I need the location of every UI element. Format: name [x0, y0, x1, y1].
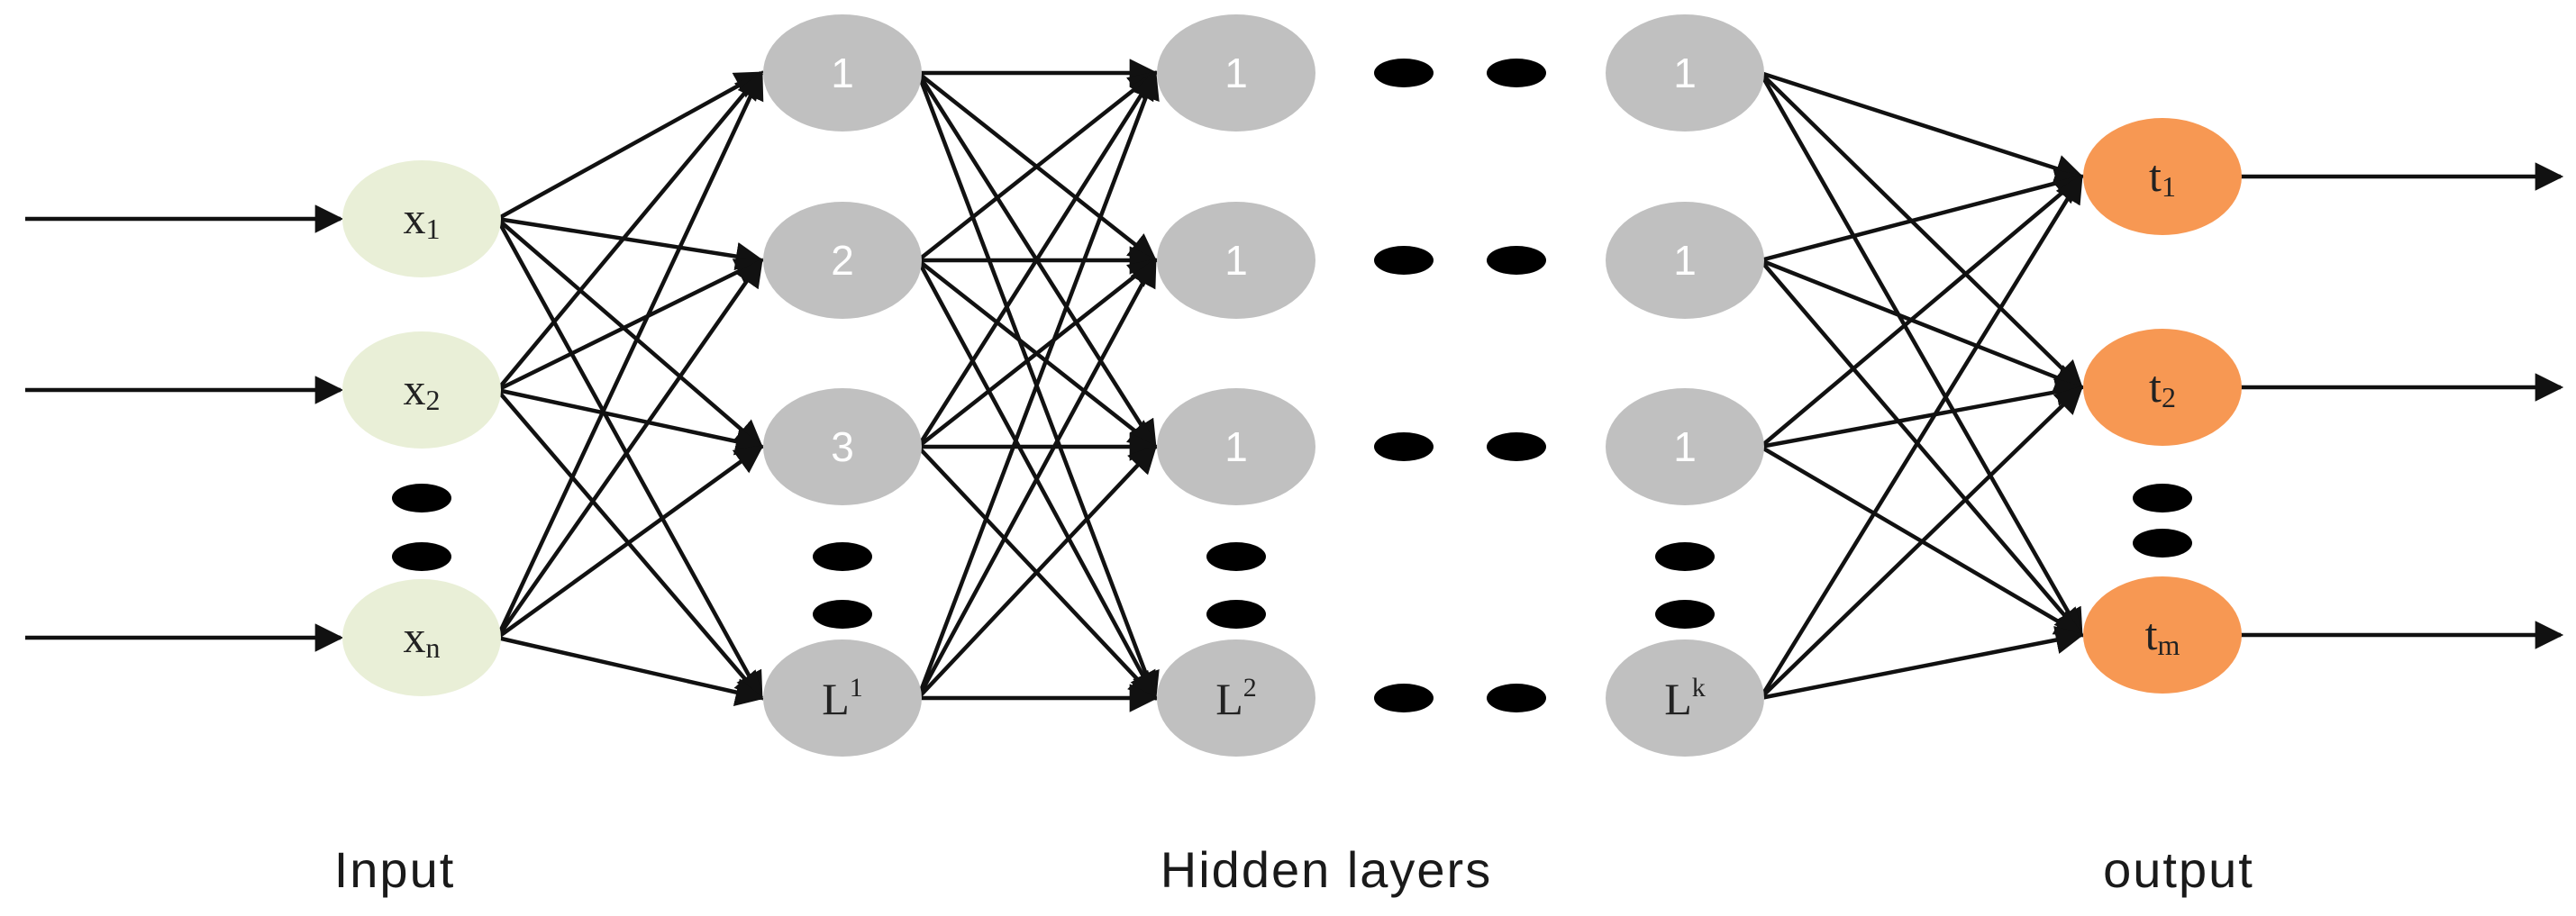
- hidden-node-label: Lk: [1664, 673, 1706, 724]
- hidden-node-label: 1: [831, 50, 854, 96]
- vertical-ellipsis-dot: [2133, 529, 2192, 558]
- hidden-node: [763, 202, 922, 319]
- edge-hiddenk-to-output: [1759, 71, 2084, 390]
- edge-input-to-hidden1: [496, 258, 763, 639]
- vertical-ellipsis-dot: [392, 484, 451, 512]
- edge-input-to-hidden1: [496, 217, 763, 701]
- vertical-ellipsis-dot: [2133, 484, 2192, 512]
- hidden-node-label: 1: [1224, 50, 1248, 96]
- horizontal-ellipsis-dot: [1374, 432, 1434, 461]
- caption-input: Input: [334, 841, 456, 898]
- input-node: [342, 160, 501, 277]
- hidden-node-label: L1: [822, 673, 863, 724]
- hidden-node-label: 1: [1673, 237, 1697, 284]
- horizontal-ellipsis-dot: [1487, 246, 1546, 275]
- vertical-ellipsis-dot: [1206, 600, 1266, 629]
- hidden-node-label: 1: [1673, 50, 1697, 96]
- output-node: [2083, 576, 2242, 694]
- output-node-label: tm: [2145, 609, 2180, 661]
- input-node-label: x2: [404, 364, 441, 416]
- hidden-node: [1606, 14, 1764, 132]
- hidden-node-label: 3: [831, 423, 854, 470]
- input-node: [342, 579, 501, 696]
- hidden-node-label: 1: [1224, 423, 1248, 470]
- vertical-ellipsis-dot: [392, 542, 451, 571]
- input-node-label: x1: [404, 193, 441, 245]
- horizontal-ellipsis-dot: [1487, 432, 1546, 461]
- edge-hiddenk-to-output: [1759, 174, 2083, 700]
- edge-input-to-hidden1: [496, 216, 765, 271]
- hidden-node-label: 1: [1224, 237, 1248, 284]
- hidden-node: [763, 14, 922, 132]
- vertical-ellipsis-dot: [813, 600, 872, 629]
- edge-input-to-hidden1: [495, 70, 764, 639]
- edge-hidden1-to-hidden2: [915, 70, 1160, 699]
- vertical-ellipsis-dot: [1655, 600, 1715, 629]
- edge-hiddenk-to-output: [1760, 70, 2084, 183]
- vertical-ellipsis-dot: [813, 542, 872, 571]
- edge-hidden1-to-hidden2: [916, 71, 1158, 262]
- hidden-node: [763, 388, 922, 505]
- caption-output: output: [2103, 841, 2254, 898]
- edge-input-to-hidden1: [496, 445, 764, 639]
- hidden-node: [1606, 388, 1764, 505]
- ellipsis-dots: [392, 59, 2192, 712]
- horizontal-ellipsis-dot: [1374, 246, 1434, 275]
- output-node: [2083, 118, 2242, 235]
- hidden-node: [1157, 388, 1315, 505]
- connection-edges: [25, 59, 2564, 712]
- input-node: [342, 331, 501, 449]
- edge-hiddenk-to-output: [1760, 626, 2085, 701]
- edge-hiddenk-to-output: [1759, 174, 2084, 449]
- hidden-node-label: 1: [1673, 423, 1697, 470]
- edge-hiddenk-to-output: [1759, 258, 2084, 638]
- hidden-node: [1606, 202, 1764, 319]
- edge-hiddenk-to-output: [1759, 385, 2084, 700]
- output-node: [2083, 329, 2242, 446]
- edge-hidden1-to-hidden2: [916, 258, 1157, 700]
- edge-hiddenk-to-output: [1759, 71, 2083, 638]
- hidden-node: [1606, 639, 1764, 757]
- hidden-node: [1157, 639, 1315, 757]
- network-nodes: x1 x2 xn 1 2 3L1 1 1 1L2 1 1 1Lk t1 t2 tm: [342, 14, 2242, 757]
- vertical-ellipsis-dot: [1655, 542, 1715, 571]
- edge-input-to-hidden1: [496, 217, 764, 449]
- edge-hidden1-to-hidden2: [916, 70, 1157, 449]
- edge-hiddenk-to-output: [1760, 168, 2085, 263]
- input-node-label: xn: [404, 612, 441, 664]
- horizontal-ellipsis-dot: [1487, 59, 1546, 87]
- edge-hidden1-to-hidden2: [916, 258, 1158, 449]
- hidden-node-label: 2: [831, 237, 854, 284]
- horizontal-ellipsis-dot: [1487, 684, 1546, 712]
- edge-input-to-hidden1: [496, 635, 765, 707]
- captions: Input Hidden layers output: [334, 841, 2254, 898]
- vertical-ellipsis-dot: [1206, 542, 1266, 571]
- output-node-label: t2: [2149, 361, 2176, 413]
- edge-input-to-hidden1: [496, 70, 764, 392]
- edge-input-to-hidden1: [496, 387, 765, 456]
- caption-hidden-layers: Hidden layers: [1161, 841, 1492, 898]
- edge-input-to-hidden1: [496, 71, 764, 221]
- edge-hiddenk-to-output: [1760, 258, 2084, 392]
- horizontal-ellipsis-dot: [1374, 59, 1434, 87]
- hidden-node: [1157, 14, 1315, 132]
- hidden-node-label: L2: [1215, 673, 1257, 724]
- horizontal-ellipsis-dot: [1374, 684, 1434, 712]
- hidden-node: [763, 639, 922, 757]
- edge-hiddenk-to-output: [1760, 377, 2085, 449]
- hidden-node: [1157, 202, 1315, 319]
- edge-input-to-hidden1: [496, 258, 764, 393]
- edge-hidden1-to-hidden2: [916, 444, 1158, 700]
- output-node-label: t1: [2149, 150, 2176, 203]
